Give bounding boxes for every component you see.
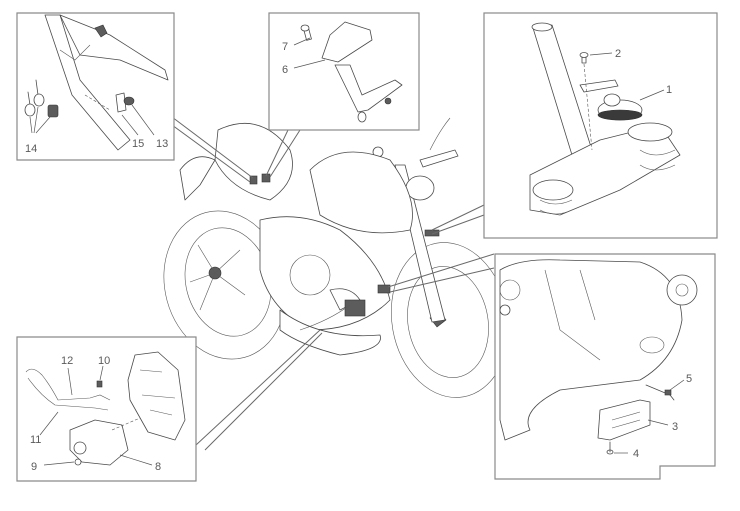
screw-2-head [579,52,589,58]
wiring [299,304,351,331]
stem-top [531,22,553,32]
tail-detail [59,44,91,61]
fuel-tank [309,151,413,234]
mirror-stalk [429,117,451,151]
bracket-part [261,173,271,183]
ignition-keys [24,79,59,118]
sensor-5 [664,389,672,396]
lock-bracket [115,92,127,113]
leader-5 [669,379,685,391]
ecu-housing [127,351,186,441]
horn-axis [583,63,593,151]
leader-10 [99,365,104,381]
clamp-left [532,179,574,201]
panel-horn: 2 1 [483,12,718,239]
tail-light-connector [94,24,108,38]
engine-cover [499,279,521,301]
panel-bracket: 7 6 [268,12,420,131]
panel-ecu: 12 10 11 9 8 [16,336,197,482]
clutch-cover [289,254,331,296]
panel-rear-tail: 14 15 13 [16,12,175,161]
lock-barrel [47,104,59,118]
regulator-part [377,284,391,294]
callout-1: 1 [666,84,672,96]
callout-2: 2 [615,48,621,60]
leader-7 [293,37,311,46]
horn-part [424,229,440,237]
callout-13: 13 [156,138,168,150]
panel-horn-frame [483,12,718,239]
callout-rear-tail [171,116,254,183]
callout-9: 9 [31,461,37,473]
leader-6 [293,59,326,69]
leader-1 [639,89,665,101]
seat-lock-part [249,175,258,185]
clamp-ribs-left [539,199,573,215]
leader-3 [647,419,669,426]
ecu-part [344,299,366,317]
leader-2 [589,52,613,56]
callout-7: 7 [282,41,288,53]
rear-spokes [189,244,246,311]
callout-4: 4 [633,448,639,460]
engine [259,216,391,331]
front-disc [407,266,489,378]
ecu-8 [69,419,129,466]
leader-14 [29,106,51,134]
callout-lines [171,116,495,451]
engine-plate [639,336,665,354]
panel-regulator: 5 3 4 [494,253,716,480]
bracket-eye [357,111,367,123]
engine-block [499,259,683,441]
callout-11: 11 [30,434,41,446]
callout-14: 14 [25,143,37,155]
seat [214,123,293,201]
bracket-nut [384,97,392,105]
callout-10: 10 [98,355,110,367]
callout-horn [431,204,485,235]
clamp-ribs-right [639,149,676,171]
leader-11 [39,411,59,436]
callout-5: 5 [686,373,692,385]
clip-10 [96,380,103,388]
leader-15 [121,114,139,136]
callout-3: 3 [672,421,678,433]
nut-9 [74,458,82,466]
callout-6: 6 [282,64,288,76]
horn-dome [603,93,621,107]
mounting-bracket [334,64,403,113]
engine-detail [544,269,601,361]
leader-13 [131,104,155,136]
regulator-3 [597,399,651,441]
engine-bolt [499,304,511,316]
leader-12 [67,367,73,396]
panel-rear-tail-frame [16,12,175,161]
screw-7-head [300,24,310,32]
wiring-harness-11-12 [25,368,111,411]
callout-bracket [265,129,301,178]
callout-15: 15 [132,138,144,150]
leader-9 [43,461,75,466]
sensor-6 [321,21,373,63]
motorcycle-illustration [163,117,510,398]
headlight [405,175,435,201]
callout-ecu [195,329,323,451]
handlebar-right [419,149,459,168]
horn-bracket [579,79,619,93]
horn-rim [597,109,643,121]
callout-regulator [387,253,495,293]
callout-12: 12 [61,355,73,367]
callout-8: 8 [155,461,161,473]
tail [179,156,216,201]
lock-cap [123,96,135,106]
clamp-right [627,122,673,142]
leader-8 [119,454,153,466]
ecu-connector [73,441,87,455]
sprocket [666,274,698,306]
